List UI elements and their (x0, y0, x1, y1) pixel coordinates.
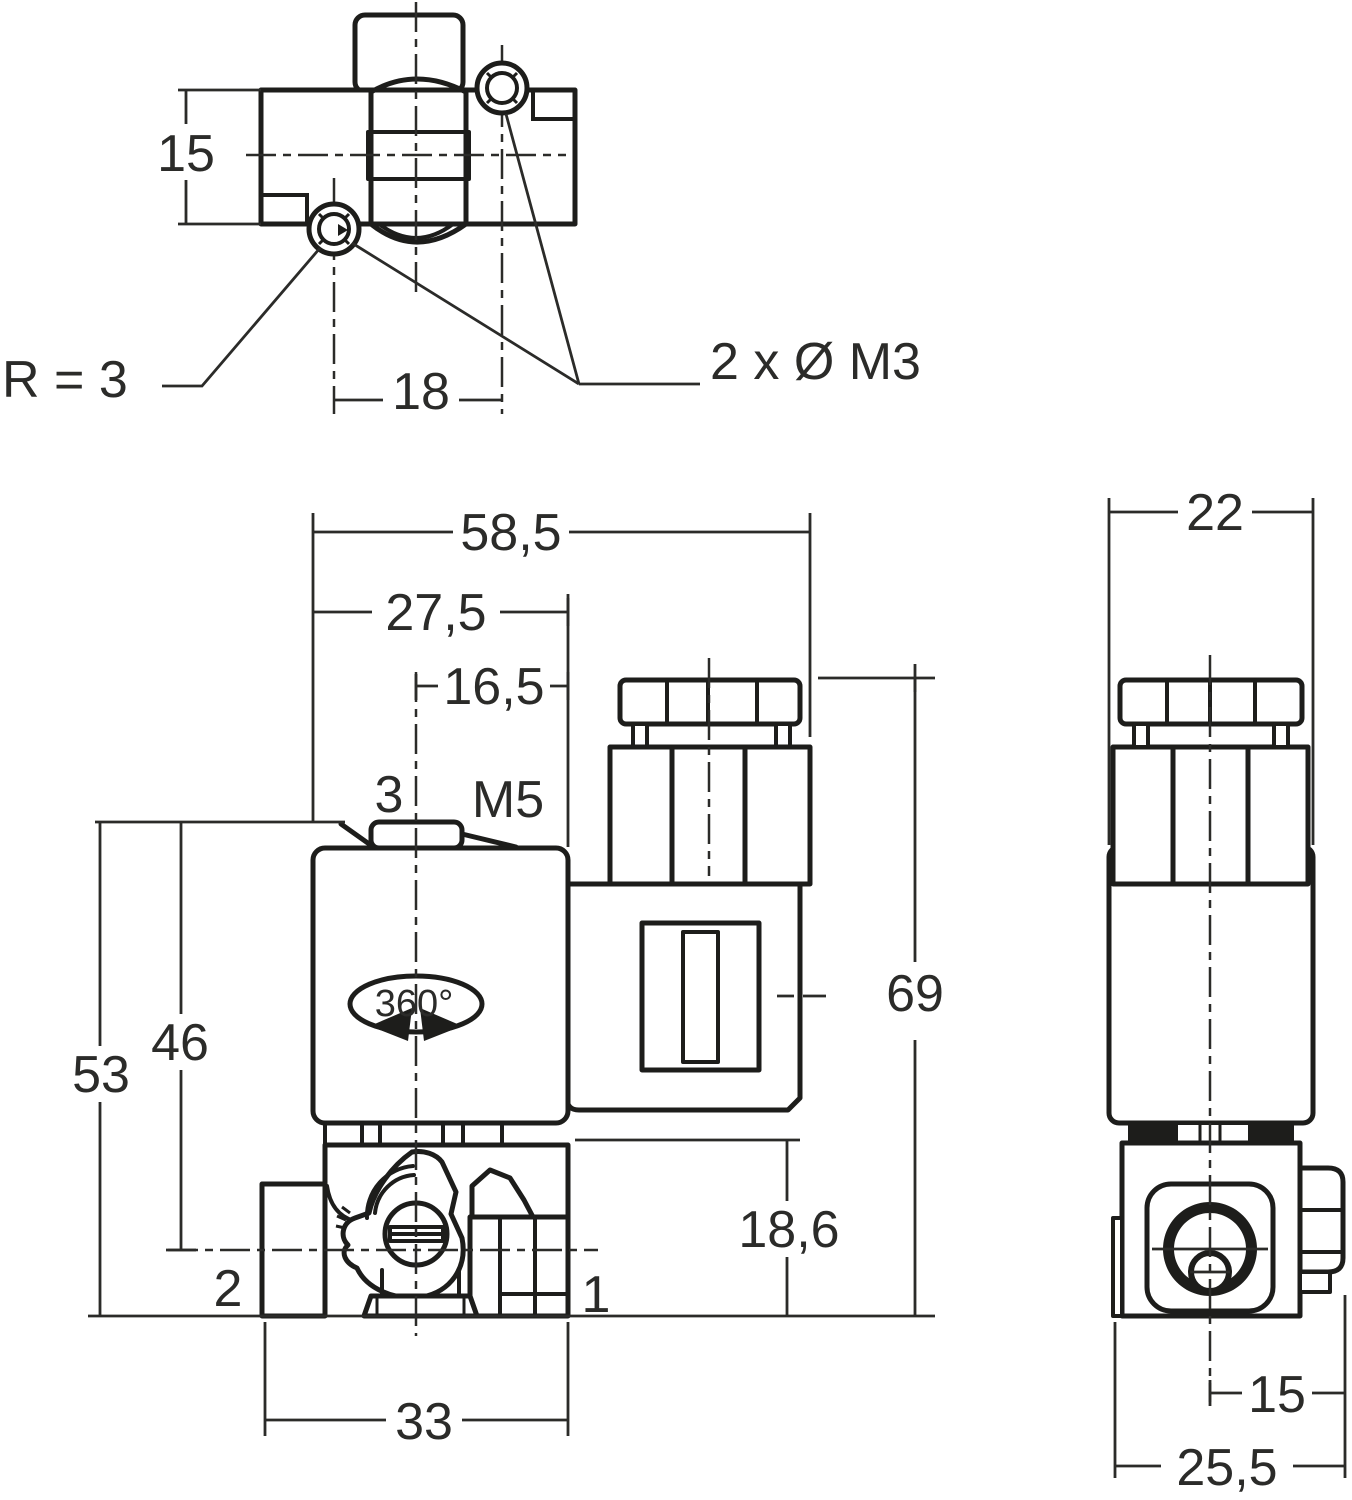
front-view-right-clip-tab (469, 1167, 536, 1220)
front-view-connector-washer-left (631, 722, 649, 749)
top-view: 15 18 R = 3 2 x Ø M3 (2, 2, 921, 421)
top-view-screw-lower-left (306, 201, 362, 257)
front-view-connector-terminal-dividers (669, 744, 748, 887)
front-view-dim-27-5: 27,5 (313, 584, 570, 847)
top-view-dim-18: 18 (334, 363, 502, 421)
front-view-armature-band (323, 1121, 504, 1147)
side-view-dim-25-5: 25,5 (1113, 1295, 1347, 1497)
side-view-dim-25-5-label: 25,5 (1176, 1439, 1277, 1497)
front-view-dim-18-6: 18,6 (575, 1138, 840, 1316)
front-view-foot (361, 1293, 480, 1319)
side-view-dim-15-label: 15 (1248, 1366, 1306, 1424)
side-view-left-flange (1111, 1216, 1124, 1318)
front-view-body-top (322, 1142, 571, 1220)
top-view-dim-15: 15 (157, 88, 261, 226)
front-view-port-1-label: 1 (582, 1266, 611, 1324)
top-view-bottom-arc-outer (368, 221, 469, 245)
side-view-washer-left (1132, 722, 1150, 749)
top-view-corner-step-right (531, 88, 577, 121)
side-view-right-fitting-lines (1298, 1208, 1345, 1254)
side-view-dim-22: 22 (1107, 484, 1315, 845)
side-view-washer-right (1272, 722, 1290, 749)
front-view-right-fitting (467, 1214, 571, 1319)
top-view-radius-note: R = 3 (2, 247, 322, 409)
front-view-connector-slot (681, 930, 720, 1064)
front-view-dim-16-5-label: 16,5 (443, 658, 544, 716)
front-view-connector-washer-right (774, 722, 792, 749)
front-view-dim-46-label: 46 (151, 1014, 209, 1072)
front-view-dim-3-label: 3 (375, 766, 404, 824)
top-view-holes-note-label: 2 x Ø M3 (710, 333, 921, 391)
front-view-rotation-arrow-left (370, 1008, 412, 1041)
front-view-dim-27-5-label: 27,5 (385, 584, 486, 642)
side-view-terminal-dividers (1170, 744, 1251, 887)
front-view-cap-chamfers (338, 821, 519, 850)
front-view-dim-18-6-label: 18,6 (738, 1201, 839, 1259)
front-view-dim-16-5: 16,5 (414, 658, 570, 716)
top-view-cylinder-sides (368, 89, 469, 227)
side-view-dim-22-label: 22 (1186, 484, 1244, 542)
top-view-dim-18-label: 18 (392, 363, 450, 421)
top-view-corner-step-left (259, 193, 309, 226)
top-view-body (258, 87, 578, 227)
front-view-connector (564, 658, 826, 1113)
front-view-dim-33: 33 (263, 1322, 570, 1451)
front-view-foot-lines (375, 1296, 466, 1316)
front-view-dim-53-label: 53 (72, 1046, 130, 1104)
side-view-right-fitting-step (1298, 1270, 1332, 1294)
front-view-fillet (325, 1184, 356, 1223)
top-view-cylinder-dome (368, 76, 469, 95)
front-view-port-2-label: 2 (214, 1260, 243, 1318)
top-view-dim-15-label: 15 (157, 125, 215, 183)
front-view-neck (380, 1268, 461, 1298)
front-view-clip-serrations (335, 1205, 351, 1230)
side-view-right-fitting (1297, 1165, 1346, 1275)
side-view: 22 15 25,5 (1106, 484, 1347, 1497)
front-view-rotation-label: 360° (375, 983, 454, 1025)
front-view-dim-58-5: 58,5 (311, 504, 812, 823)
top-view-radius-note-label: R = 3 (2, 351, 128, 409)
front-view: 360° (72, 504, 944, 1451)
front-view-dim-53: 53 (72, 820, 345, 1316)
front-view-right-fitting-lines (498, 1215, 570, 1318)
top-view-nut-band (366, 130, 471, 181)
front-view-dim-46: 46 (151, 822, 209, 1252)
front-view-dim-69: 69 (818, 664, 944, 1316)
top-view-holes-note: 2 x Ø M3 (351, 113, 921, 391)
front-view-thread-label: M5 (472, 771, 544, 829)
top-view-screw-upper-right (474, 60, 530, 116)
front-view-rotation-arrow-right (420, 1008, 462, 1041)
front-view-dim-69-label: 69 (886, 965, 944, 1023)
front-view-dim-58-5-label: 58,5 (460, 504, 561, 562)
side-view-dim-15: 15 (1208, 1366, 1345, 1424)
front-view-coil: 360° (310, 819, 571, 1126)
front-view-dim-33-label: 33 (395, 1393, 453, 1451)
front-view-clip-arcs (364, 1164, 416, 1220)
